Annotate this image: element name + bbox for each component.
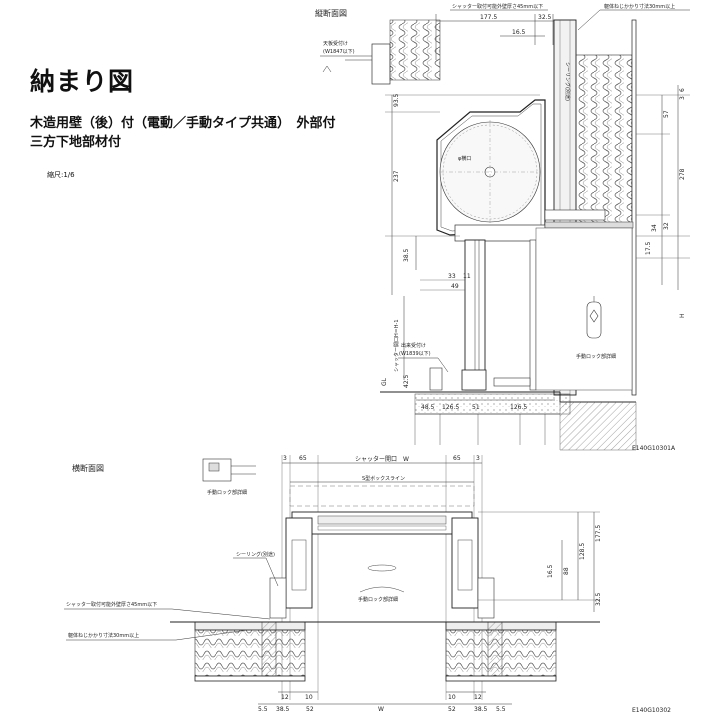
- dim-38-5b-h: 38.5: [474, 706, 488, 713]
- vertical-section-label: 縦断面図: [315, 8, 347, 18]
- horizontal-section-label: 横断面図: [72, 463, 104, 473]
- dim-49-v: 49: [451, 283, 459, 290]
- note-box-line: S型ボックスライン: [362, 475, 405, 482]
- dim-32-v: 32: [663, 222, 670, 230]
- dim-10b-h: 10: [448, 694, 456, 701]
- dim-126-5-v: 126.5: [442, 404, 459, 411]
- note-top-plate-model: (W1847以下): [323, 49, 355, 55]
- horizontal-section: 横断面図 手動ロック部詳細 3 65 シャッター開口 W 65 3 S型ボックス…: [64, 455, 671, 714]
- scale-label: 縮尺:1/6: [47, 171, 75, 179]
- vertical-section: 縦断面図 シャッター取付可能外壁厚さ45mm以下 躯体ねじかかり寸法30mm以上…: [315, 3, 690, 452]
- dim-128-5-h: 128.5: [579, 543, 586, 560]
- note-sealing-v: シーリング(別途): [564, 62, 571, 101]
- note-sealing-h: シーリング(別途): [236, 551, 275, 558]
- dim-93-5-v: 93.5: [393, 93, 400, 107]
- dim-278-v: 278: [679, 168, 686, 180]
- dim-237-v: 237: [393, 170, 400, 182]
- dim-52a-h: 52: [306, 706, 314, 713]
- dim-3b-h: 3: [476, 455, 480, 462]
- dim-32-5-v: 32.5: [538, 14, 552, 21]
- dim-65a-h: 65: [299, 455, 307, 462]
- note-lock-detail-v: 手動ロック部詳細: [576, 353, 616, 360]
- dim-51-v: 51: [472, 404, 480, 411]
- dim-38-5a-h: 38.5: [276, 706, 290, 713]
- dim-11-v: 11: [463, 273, 471, 280]
- dim-h-v: H: [679, 313, 686, 318]
- dim-38-5-v: 38.5: [403, 248, 410, 262]
- note-top-plate: 天板受付け: [323, 40, 348, 47]
- dim-48-5-v: 48.5: [421, 404, 435, 411]
- note-screw-depth-v: 躯体ねじかかり寸法30mm以上: [604, 3, 675, 10]
- horizontal-section-code: E140G10302: [632, 707, 671, 714]
- dim-3a-h: 3: [283, 455, 287, 462]
- dim-42-5-v: 42.5: [403, 374, 410, 388]
- dim-52b-h: 52: [448, 706, 456, 713]
- dim-65b-h: 65: [453, 455, 461, 462]
- dim-32-5-h: 32.5: [595, 592, 602, 606]
- note-screw-depth-h: 躯体ねじかかり寸法30mm以上: [68, 632, 139, 639]
- subtitle-line-2: 三方下地部材付: [30, 135, 122, 150]
- subtitle-line-1: 木造用壁（後）付（電動／手動タイプ共通） 外部付: [30, 116, 336, 131]
- note-lock-detail-center: 手動ロック部詳細: [358, 596, 398, 603]
- dim-w-h: W: [378, 706, 384, 713]
- dim-57-v: 57: [663, 110, 670, 118]
- dim-6-v: 6: [679, 88, 686, 92]
- dim-126-5b-v: 126.5: [510, 404, 527, 411]
- dim-16-5-v: 16.5: [512, 29, 526, 36]
- note-wall-thickness-h: シャッター取付可能外壁厚さ45mm以下: [66, 601, 157, 608]
- dim-12b-h: 12: [474, 694, 482, 701]
- note-wall-thickness-v: シャッター取付可能外壁厚さ45mm以下: [452, 3, 543, 10]
- dim-16-5-h: 16.5: [547, 564, 554, 578]
- vertical-section-code: E140G10301A: [632, 445, 676, 452]
- dim-33-v: 33: [448, 273, 456, 280]
- dim-34-v: 34: [651, 224, 658, 232]
- note-lock-detail-h: 手動ロック部詳細: [207, 489, 247, 496]
- dim-10a-h: 10: [305, 694, 313, 701]
- label-gl: GL: [381, 377, 388, 386]
- note-bracket: 出来受付け: [401, 342, 426, 349]
- note-bracket-model: (W1839以下): [399, 351, 431, 357]
- dim-5-5a-h: 5.5: [258, 706, 268, 713]
- note-opening-h: シャッター開口H＝H-1: [393, 319, 400, 372]
- note-phi-label: φ横口: [458, 155, 471, 162]
- dim-177-5-h: 177.5: [595, 525, 602, 542]
- dim-3-v: 3: [679, 96, 686, 100]
- dim-88-h: 88: [563, 567, 570, 575]
- note-opening-w: シャッター開口 W: [355, 455, 409, 463]
- page-title: 納まり図: [30, 67, 135, 96]
- dim-12a-h: 12: [281, 694, 289, 701]
- dim-5-5b-h: 5.5: [496, 706, 506, 713]
- dim-17-5-v: 17.5: [645, 241, 652, 255]
- dim-177-5-v: 177.5: [480, 14, 497, 21]
